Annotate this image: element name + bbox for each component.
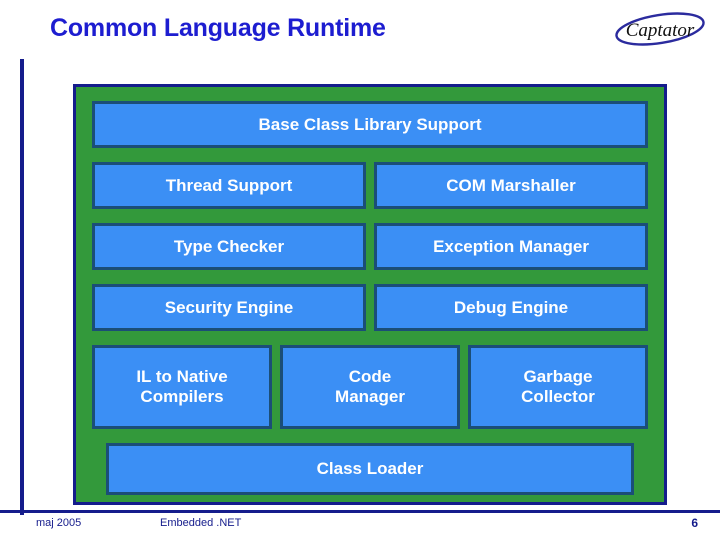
logo-wordmark: Captator — [626, 20, 695, 41]
box-security-engine[interactable]: Security Engine — [92, 284, 366, 331]
footer-date: maj 2005 — [36, 517, 82, 529]
diagram-row-thread-com: Thread Support COM Marshaller — [92, 162, 648, 209]
box-base-class-library-support[interactable]: Base Class Library Support — [92, 101, 648, 148]
box-class-loader[interactable]: Class Loader — [106, 443, 634, 495]
box-type-checker[interactable]: Type Checker — [92, 223, 366, 270]
clr-diagram-container: Base Class Library Support Thread Suppor… — [73, 84, 667, 505]
diagram-row-type-exception: Type Checker Exception Manager — [92, 223, 648, 270]
diagram-row-class-loader: Class Loader — [92, 443, 648, 495]
box-label-line1: Garbage — [523, 367, 593, 387]
box-label-line2: Collector — [521, 387, 595, 406]
box-label-line1: Code — [348, 367, 392, 387]
box-code-manager[interactable]: Code Manager — [280, 345, 460, 429]
footer-horizontal-rule — [0, 510, 720, 513]
diagram-row-security-debug: Security Engine Debug Engine — [92, 284, 648, 331]
diagram-row-compilers-code-gc: IL to Native Compilers Code Manager Garb… — [92, 345, 648, 429]
box-thread-support[interactable]: Thread Support — [92, 162, 366, 209]
box-com-marshaller[interactable]: COM Marshaller — [374, 162, 648, 209]
box-exception-manager[interactable]: Exception Manager — [374, 223, 648, 270]
box-il-to-native-compilers[interactable]: IL to Native Compilers — [92, 345, 272, 429]
captator-logo-icon: Captator — [615, 12, 705, 46]
box-label-line1: IL to Native — [136, 367, 228, 387]
page-title: Common Language Runtime — [50, 14, 386, 42]
left-vertical-rule — [20, 59, 24, 515]
diagram-row-base-class-library: Base Class Library Support — [92, 101, 648, 148]
box-label: Code Manager — [335, 367, 405, 406]
captator-logo: Captator — [612, 8, 708, 50]
box-garbage-collector[interactable]: Garbage Collector — [468, 345, 648, 429]
box-label: Garbage Collector — [521, 367, 595, 406]
box-label-line2: Compilers — [140, 387, 224, 406]
logo-ellipse-icon — [615, 12, 705, 46]
footer-subject: Embedded .NET — [160, 517, 242, 529]
box-label: IL to Native Compilers — [136, 367, 227, 406]
box-label-line2: Manager — [335, 387, 405, 406]
box-debug-engine[interactable]: Debug Engine — [374, 284, 648, 331]
footer-page-number: 6 — [691, 516, 698, 530]
